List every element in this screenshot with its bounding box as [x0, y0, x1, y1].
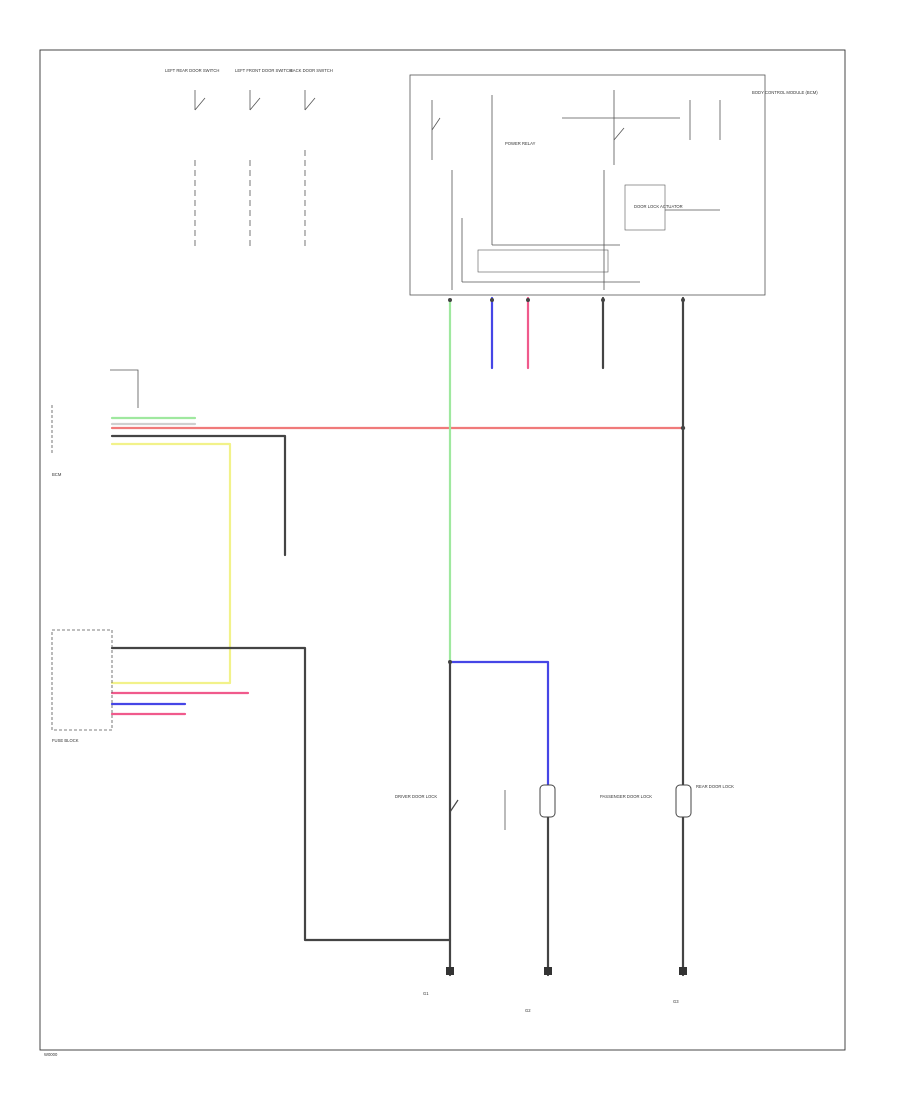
switch-1-label: LEFT REAR DOOR SWITCH: [165, 68, 219, 73]
bcm-top-frame: [409, 74, 766, 296]
bcm-top-label: BODY CONTROL MODULE (BCM): [752, 90, 818, 95]
black-wire-loop: [110, 646, 452, 942]
driver-door-lock-label: DRIVER DOOR LOCK: [395, 794, 437, 799]
ground-right-label: G3: [673, 999, 679, 1004]
fuse-block-label: FUSE BLOCK: [52, 738, 79, 743]
bcm-top-block: BODY CONTROL MODULE (BCM) POWER RELAY DO…: [409, 74, 818, 296]
bcm-left-bottom-frame: [51, 629, 113, 731]
bcm-left-top-label: BCM: [52, 472, 62, 477]
top-left-switch-group: LEFT REAR DOOR SWITCH LEFT FRONT DOOR SW…: [165, 68, 333, 250]
ground-right: G3: [673, 967, 687, 1004]
ground-mid: G2: [525, 967, 552, 1013]
black-wire-left: [110, 434, 287, 557]
diagram-border: [39, 49, 846, 1051]
rear-door-lock-label: REAR DOOR LOCK: [696, 784, 734, 789]
footer-code: W0000: [44, 1052, 58, 1057]
ground-left: G1: [423, 967, 454, 996]
door-lock-actuator-label: DOOR LOCK ACTUATOR: [634, 204, 683, 209]
switch-2-label: LEFT FRONT DOOR SWITCH: [235, 68, 292, 73]
power-relay-label: POWER RELAY: [505, 141, 536, 146]
blue-wire-passenger: [448, 660, 550, 787]
switch-3-label: BACK DOOR SWITCH: [290, 68, 333, 73]
ground-left-label: G1: [423, 991, 429, 996]
passenger-door-lock: PASSENGER DOOR LOCK: [539, 784, 652, 818]
bcm-left-top: BCM: [51, 369, 139, 477]
rear-door-lock: REAR DOOR LOCK: [675, 784, 734, 818]
driver-door-lock: DRIVER DOOR LOCK: [395, 790, 506, 830]
yellow-wire: [110, 442, 232, 685]
passenger-door-lock-label: PASSENGER DOOR LOCK: [600, 794, 652, 799]
ground-mid-label: G2: [525, 1008, 531, 1013]
bcm-left-bottom: FUSE BLOCK: [51, 629, 113, 743]
